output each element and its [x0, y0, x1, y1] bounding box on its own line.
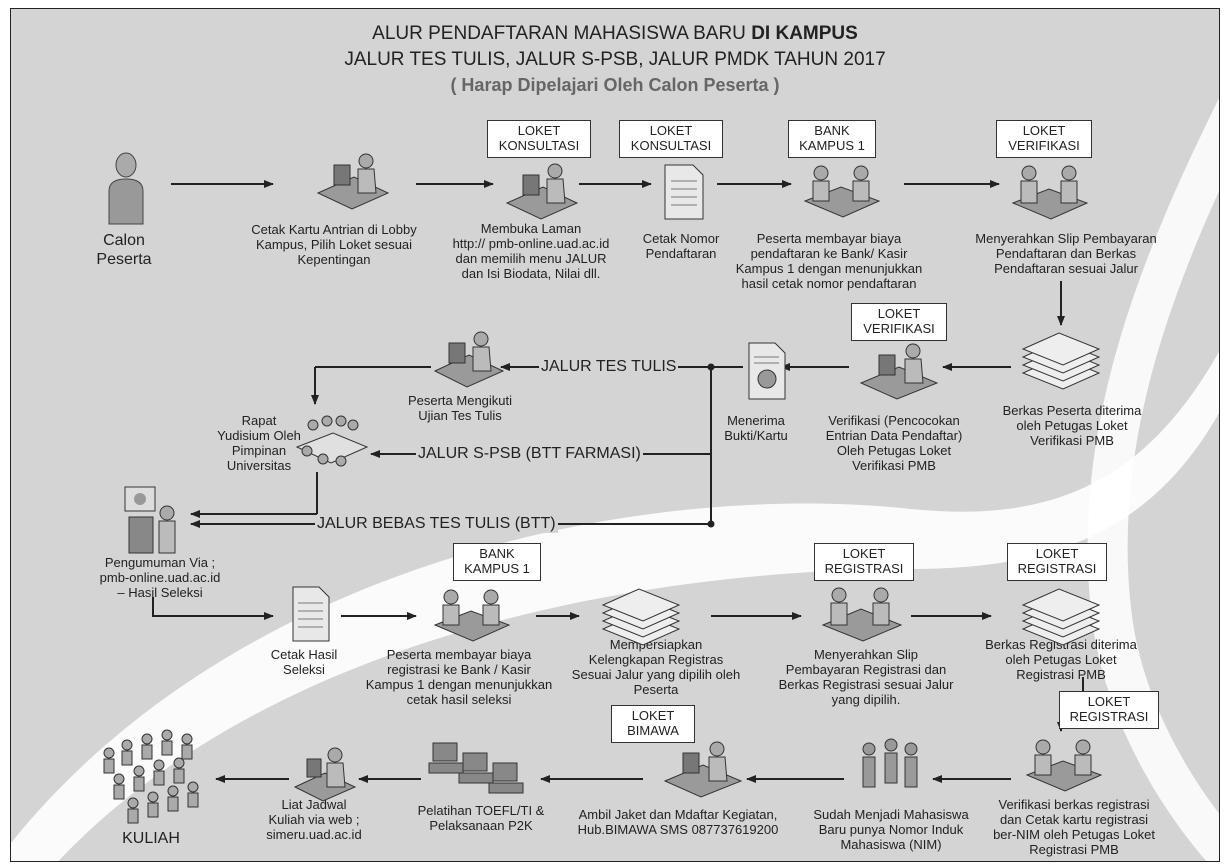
arrow — [152, 597, 274, 620]
label-step-9: Peserta Mengikuti Ujian Tes Tulis — [407, 393, 513, 423]
label-step-6: Berkas Peserta diterima oleh Petugas Lok… — [1002, 403, 1142, 448]
box-loket-verifikasi-1: LOKET VERIFIKASI — [996, 120, 1092, 158]
computer-worker-icon — [433, 331, 505, 388]
label-step-11: Pengumuman Via ; pmb-online.uad.ac.id – … — [99, 555, 221, 600]
box-loket-konsultasi-2: LOKET KONSULTASI — [619, 120, 723, 158]
label-step-21: Liat Jadwal Kuliah via web ; simeru.uad.… — [266, 797, 362, 842]
computer-worker-icon — [505, 163, 579, 220]
computer-worker-icon — [316, 153, 390, 210]
title-line-1: ALUR PENDAFTARAN MAHASISWA BARU DI KAMPU… — [11, 23, 1219, 45]
document-icon — [748, 342, 786, 400]
computer-worker-icon — [859, 343, 939, 400]
box-loket-verifikasi-2: LOKET VERIFIKASI — [851, 303, 947, 341]
box-loket-registrasi-1: LOKET REGISTRASI — [814, 543, 914, 581]
label-step-16: Berkas Registrasi diterima oleh Petugas … — [985, 637, 1137, 682]
bank-teller-icon — [821, 587, 903, 642]
label-step-17: Verifikasi berkas registrasi dan Cetak k… — [993, 797, 1155, 857]
computer-lab-icon — [428, 742, 524, 794]
document-icon — [292, 586, 330, 642]
document-stack-icon — [601, 588, 681, 646]
label-step-20: Pelatihan TOEFL/TI & Pelaksanaan P2K — [417, 803, 545, 833]
label-step-19: Ambil Jaket dan Mdaftar Kegiatan, Hub.BI… — [577, 807, 779, 837]
bank-teller-icon — [803, 165, 881, 218]
label-step-15: Menyerahkan Slip Pembayaran Registrasi d… — [778, 647, 954, 707]
title-bold: DI KAMPUS — [751, 23, 858, 44]
flowchart-frame: ALUR PENDAFTARAN MAHASISWA BARU DI KAMPU… — [10, 8, 1220, 862]
junction-dot — [707, 520, 715, 528]
junction-dot — [707, 363, 715, 371]
label-kuliah: KULIAH — [122, 830, 180, 847]
background-swoosh-2 — [1087, 98, 1219, 861]
label-step-4: Peserta membayar biaya pendaftaran ke Ba… — [735, 231, 923, 291]
box-loket-registrasi-3: LOKET REGISTRASI — [1059, 691, 1159, 729]
box-bank-kampus-1: BANK KAMPUS 1 — [788, 120, 876, 158]
presenter-icon — [124, 486, 176, 554]
label-step-2: Membuka Laman http:// pmb-online.uad.ac.… — [452, 221, 610, 281]
title-line-2: JALUR TES TULIS, JALUR S-PSB, JALUR PMDK… — [344, 49, 886, 70]
label-step-1: Cetak Kartu Antrian di Lobby Kampus, Pil… — [251, 222, 417, 267]
box-bank-kampus-2: BANK KAMPUS 1 — [453, 543, 541, 581]
box-loket-konsultasi-1: LOKET KONSULTASI — [487, 120, 591, 158]
bank-teller-icon — [1011, 165, 1089, 220]
label-step-7: Verifikasi (Pencocokan Entrian Data Pend… — [825, 413, 963, 473]
box-loket-registrasi-2: LOKET REGISTRASI — [1007, 543, 1107, 581]
label-step-3: Cetak Nomor Pendaftaran — [642, 231, 720, 261]
document-icon — [664, 164, 704, 220]
lane-label-spsb: JALUR S-PSB (BTT FARMASI) — [416, 445, 643, 463]
person-icon — [108, 152, 144, 225]
bank-teller-icon — [1025, 739, 1103, 792]
crowd-icon — [103, 729, 199, 824]
computer-worker-icon — [663, 741, 743, 798]
label-step-12: Cetak Hasil Seleksi — [270, 647, 338, 677]
label-step-14: Mempersiapkan Kelengkapan Registras Sesu… — [571, 637, 741, 697]
lane-label-btt: JALUR BEBAS TES TULIS (BTT) — [315, 515, 558, 533]
title-line-3: ( Harap Dipelajari Oleh Calon Peserta ) — [450, 75, 780, 95]
students-group-icon — [862, 738, 918, 788]
lane-label-tes-tulis: JALUR TES TULIS — [539, 358, 679, 376]
document-stack-icon — [1021, 332, 1101, 390]
meeting-icon — [295, 415, 369, 467]
label-step-8: Menerima Bukti/Kartu — [724, 413, 788, 443]
document-stack-icon — [1021, 588, 1101, 646]
label-calon-peserta: Calon Peserta — [96, 232, 152, 268]
label-step-10: Rapat Yudisium Oleh Pimpinan Universitas — [217, 413, 301, 473]
label-step-5: Menyerahkan Slip Pembayaran Pendaftaran … — [975, 231, 1157, 276]
label-step-18: Sudah Menjadi Mahasiswa Baru punya Nomor… — [813, 807, 969, 852]
label-step-13: Peserta membayar biaya registrasi ke Ban… — [365, 647, 553, 707]
computer-worker-icon — [293, 747, 357, 802]
title-normal: ALUR PENDAFTARAN MAHASISWA BARU — [372, 23, 752, 44]
box-loket-bimawa: LOKET BIMAWA — [611, 705, 695, 743]
bank-teller-icon — [433, 589, 511, 642]
